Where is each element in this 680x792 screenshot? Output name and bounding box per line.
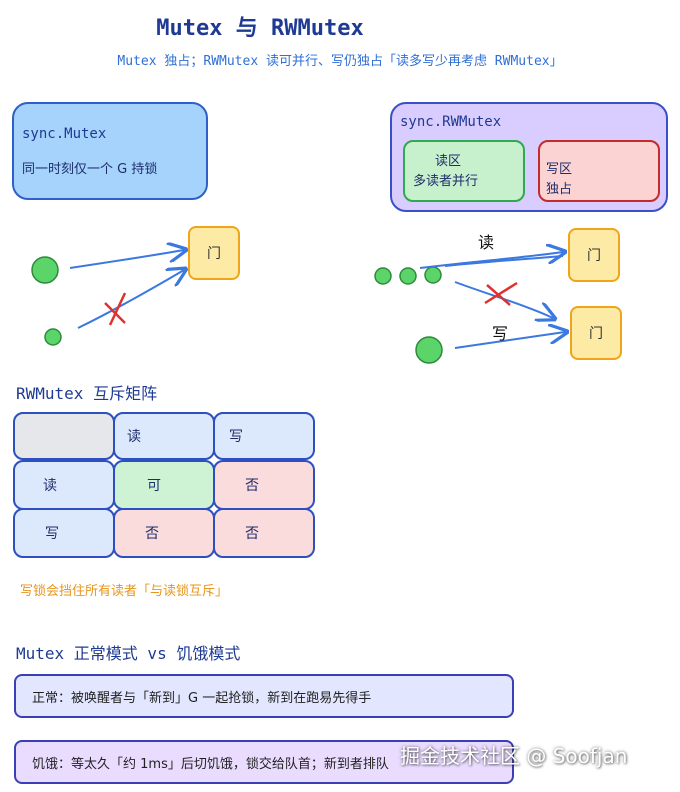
write-door-label: 门: [589, 326, 603, 342]
starvation-mode-box: 饥饿：等太久「约 1ms」后切饥饿，锁交给队首；新到者排队: [14, 740, 514, 784]
matrix-header-write-label: 写: [229, 429, 243, 445]
matrix-title: RWMutex 互斥矩阵: [16, 384, 158, 403]
starvation-mode-text: 饥饿：等太久「约 1ms」后切饥饿，锁交给队首；新到者排队: [32, 756, 389, 772]
watermark: 掘金技术社区 @ Soofjan: [400, 744, 628, 768]
matrix-header-read: 读: [113, 412, 215, 460]
matrix-cell-write-read-text: 否: [145, 526, 159, 542]
write-zone-desc: 独占: [546, 182, 573, 197]
read-door-label: 门: [587, 248, 601, 264]
arrow-writer-to-door: [454, 332, 565, 349]
arrow-blocked-to-door: [77, 270, 184, 329]
write-door: 门: [570, 306, 622, 360]
matrix-row-read-text: 读: [43, 478, 57, 494]
goroutine-blocked: [44, 328, 62, 346]
matrix-note: 写锁会挡住所有读者「与读锁互斥」: [20, 584, 229, 599]
matrix-cell-read-write: 否: [213, 460, 315, 510]
mutex-box: sync.Mutex 同一时刻仅一个 G 持锁: [12, 102, 208, 200]
normal-mode-text: 正常：被唤醒者与「新到」G 一起抢锁，新到在跑易先得手: [32, 690, 372, 706]
blocked-mark-icon: [104, 292, 127, 326]
arrow-holding-to-door: [69, 250, 184, 269]
write-label: 写: [492, 324, 509, 343]
matrix-cell-write-write: 否: [213, 508, 315, 558]
matrix-header-read-label: 读: [127, 429, 141, 445]
read-zone: 读区 多读者并行: [403, 140, 525, 202]
normal-mode-box: 正常：被唤醒者与「新到」G 一起抢锁，新到在跑易先得手: [14, 674, 514, 718]
matrix-cell-read-read-text: 可: [147, 478, 161, 494]
blocked-mark-icon: [484, 281, 518, 306]
arrow-readers-to-door-b: [444, 255, 564, 267]
modes-title: Mutex 正常模式 vs 饥饿模式: [16, 644, 241, 663]
read-zone-title: 读区: [435, 154, 462, 169]
mutex-box-desc: 同一时刻仅一个 G 持锁: [22, 162, 158, 177]
matrix-header-write: 写: [213, 412, 315, 460]
mutex-box-title: sync.Mutex: [22, 126, 107, 142]
matrix-cell-read-write-text: 否: [245, 478, 259, 494]
reader-2: [399, 267, 417, 285]
matrix-cell-read-read: 可: [113, 460, 215, 510]
matrix-cell-write-write-text: 否: [245, 526, 259, 542]
matrix-row-write-label: 写: [13, 508, 115, 558]
arrow-readers-to-write-door: [454, 281, 553, 318]
page-subtitle: Mutex 独占；RWMutex 读可并行、写仍独占「读多写少再考虑 RWMut…: [117, 54, 563, 69]
matrix-corner-cell: [13, 412, 115, 460]
read-zone-desc: 多读者并行: [413, 174, 479, 189]
read-label: 读: [478, 233, 495, 252]
arrow-readers-to-door-a: [419, 252, 563, 269]
goroutine-holding: [31, 256, 59, 284]
writer: [415, 336, 443, 364]
reader-1: [374, 267, 392, 285]
write-zone: 写区 独占: [538, 140, 660, 202]
rwmutex-box-title: sync.RWMutex: [400, 114, 502, 130]
matrix-row-read-label: 读: [13, 460, 115, 510]
read-door: 门: [568, 228, 620, 282]
mutex-door-label: 门: [207, 246, 221, 262]
page-title: Mutex 与 RWMutex: [156, 16, 364, 41]
reader-3: [424, 266, 442, 284]
write-zone-title: 写区: [546, 162, 573, 177]
matrix-cell-write-read: 否: [113, 508, 215, 558]
matrix-row-write-text: 写: [45, 526, 59, 542]
